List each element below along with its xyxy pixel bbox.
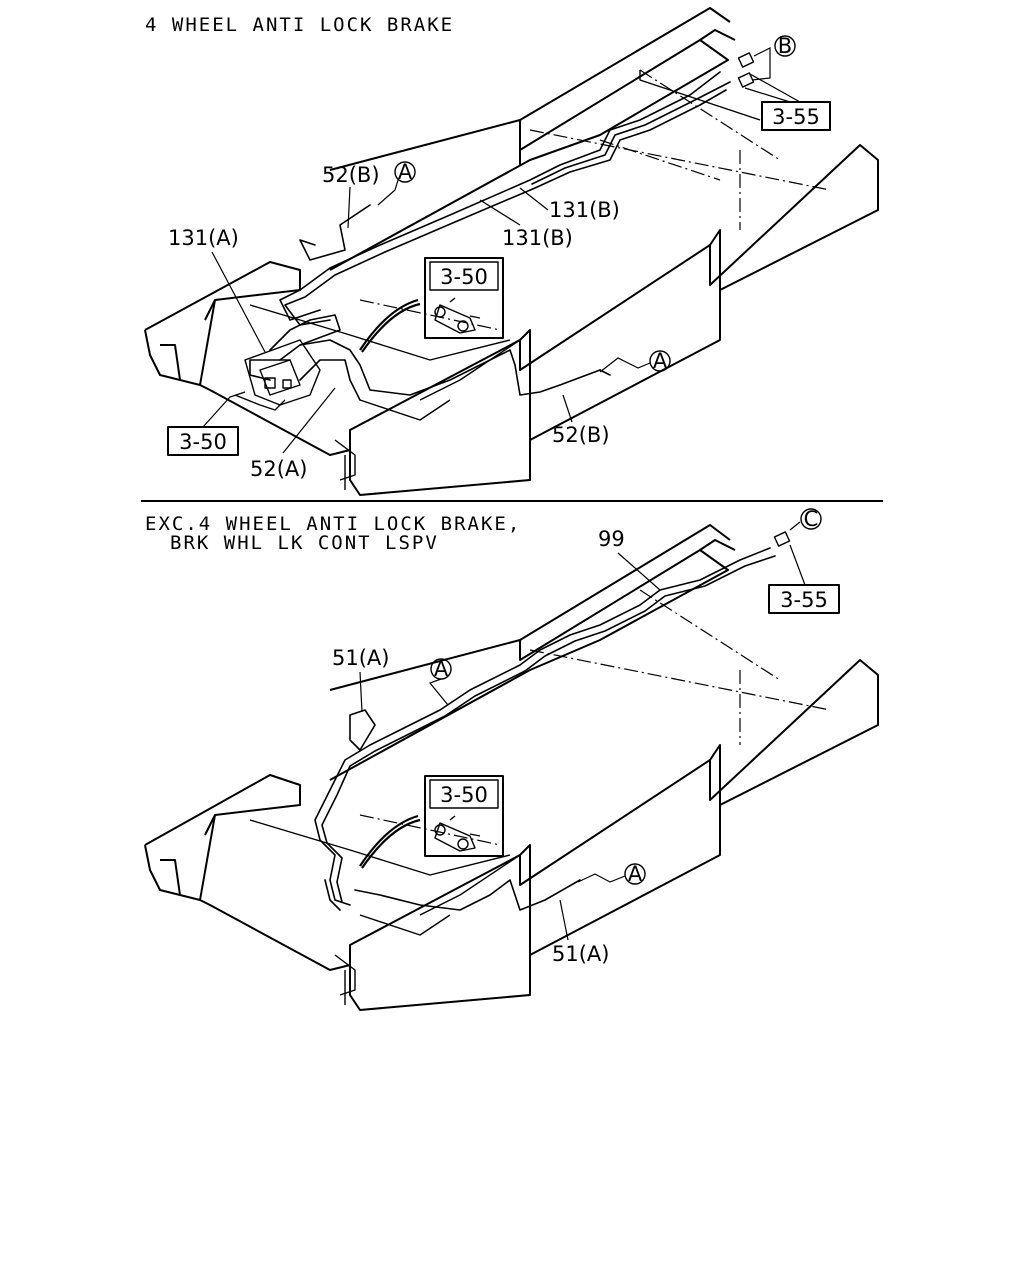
inset-valve-abs: 3-50 [424,257,504,339]
svg-text:3-55: 3-55 [780,588,828,612]
ref-box-3-55-abs: 3-55 B [737,34,831,131]
callout-52a: 52(A) [250,457,307,481]
section-abs: 4 WHEEL ANTI LOCK BRAKE [144,7,879,496]
callout-51a-lower: 51(A) [552,942,609,966]
callout-52b-lower: 52(B) [552,423,610,447]
ref-box-3-55-exc: 3-55 C [768,507,840,614]
svg-text:3-55: 3-55 [772,105,820,129]
callout-52b-upper: 52(B) [322,163,380,187]
svg-text:3-50: 3-50 [179,430,227,454]
callout-99: 99 [598,527,625,551]
section-title-exc-line2: BRK WHL LK CONT LSPV [170,532,439,554]
inset-label-abs: 3-50 [440,265,488,289]
brake-pipes-exc [314,547,776,911]
circle-ref-c: C [804,507,819,531]
circle-ref-b: B [778,34,792,58]
svg-text:A: A [628,862,643,886]
section-title-abs: 4 WHEEL ANTI LOCK BRAKE [145,14,454,36]
callout-51a-upper: 51(A) [332,646,389,670]
chassis-frame-abs [144,7,879,496]
inset-label-exc: 3-50 [440,783,488,807]
inset-pointer-abs [359,298,419,351]
abs-modulator [234,339,321,411]
brake-pipes-abs [249,71,731,401]
callout-131b-1: 131(B) [549,198,620,222]
inset-pointer-exc [359,814,419,867]
chassis-frame-exc [144,524,879,1011]
ref-box-3-50-abs: 3-50 [167,391,246,456]
svg-text:A: A [653,349,668,373]
svg-text:A: A [434,657,449,681]
inset-valve-exc: 3-50 [424,775,504,857]
callout-131b-2: 131(B) [502,226,573,250]
svg-text:A: A [398,160,413,184]
section-exc-abs: EXC.4 WHEEL ANTI LOCK BRAKE, BRK WHL LK … [144,507,879,1011]
section-title-exc: EXC.4 WHEEL ANTI LOCK BRAKE, [145,513,521,535]
callout-131a: 131(A) [168,226,239,250]
